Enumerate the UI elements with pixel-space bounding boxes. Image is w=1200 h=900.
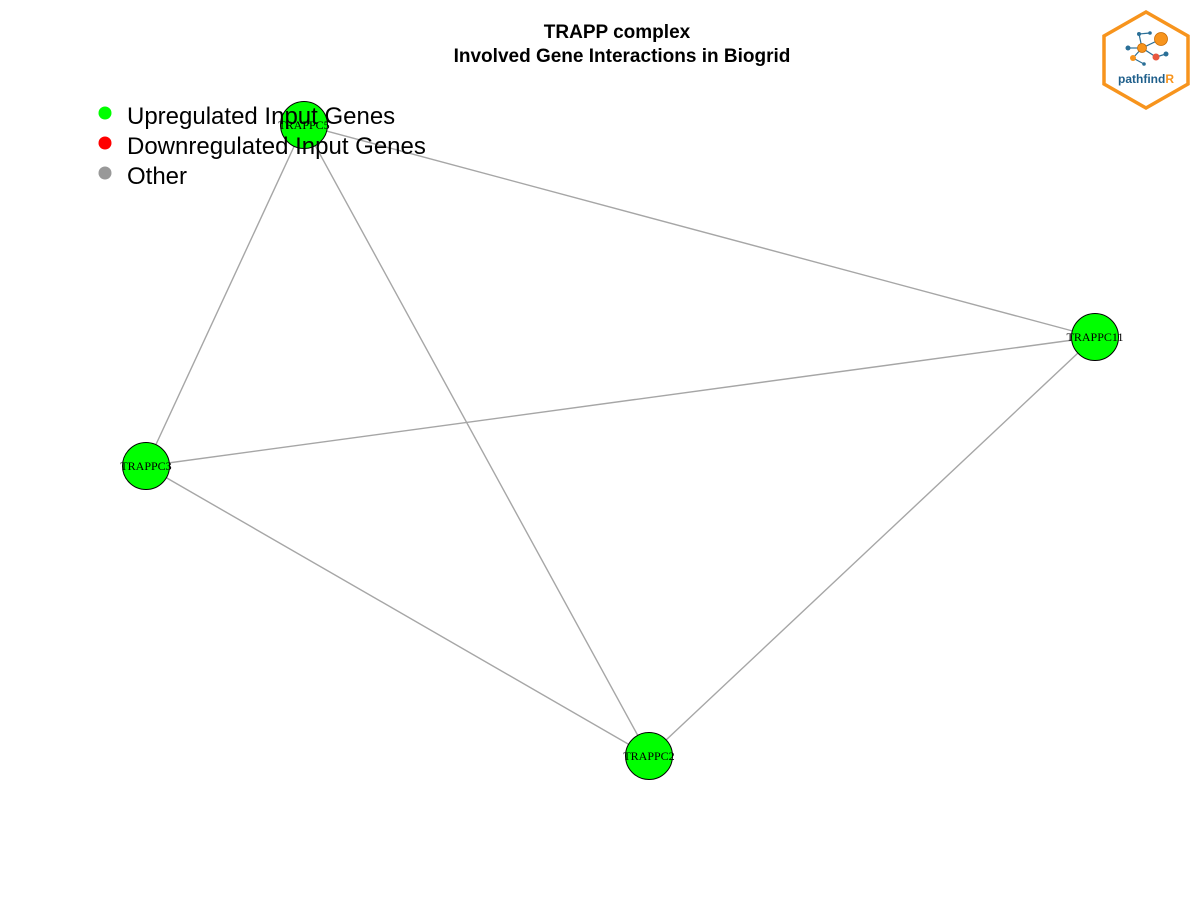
legend-label-other: Other	[127, 163, 187, 190]
legend-label-downregulated: Downregulated Input Genes	[127, 133, 426, 160]
legend-dot-upregulated	[98, 106, 112, 120]
node-circle-trappc11	[1071, 313, 1119, 361]
edges-layer	[145, 124, 1096, 757]
pathfindr-logo: pathfindR	[1102, 9, 1190, 111]
node-label-trappc3: TRAPPC3	[120, 459, 171, 473]
edge-trappc3-trappc2	[145, 465, 650, 757]
legend-dot-downregulated	[98, 136, 112, 150]
edge-trappc2-trappc11	[648, 336, 1096, 757]
edge-trappc3-trappc11	[145, 336, 1096, 467]
logo-text: pathfindR	[1118, 72, 1174, 86]
edge-trappc5-trappc11	[303, 124, 1096, 338]
legend: Upregulated Input Genes Downregulated In…	[98, 103, 426, 190]
chart-title-line1: TRAPP complex	[544, 22, 691, 43]
node-circle-trappc2	[625, 732, 673, 780]
node-trappc11: TRAPPC11	[1067, 313, 1124, 361]
node-label-trappc5: TRAPPC5	[278, 118, 329, 132]
chart-title-line2: Involved Gene Interactions in Biogrid	[454, 46, 791, 67]
node-trappc3: TRAPPC3	[120, 442, 172, 490]
edge-trappc5-trappc2	[303, 124, 650, 757]
logo-hexagon	[1102, 9, 1190, 111]
node-label-trappc2: TRAPPC2	[623, 749, 674, 763]
node-circle-trappc5	[280, 101, 328, 149]
node-trappc2: TRAPPC2	[623, 732, 675, 780]
node-label-trappc11: TRAPPC11	[1067, 330, 1124, 344]
legend-dot-other	[98, 166, 112, 180]
edge-trappc5-trappc3	[145, 124, 305, 467]
node-circle-trappc3	[122, 442, 170, 490]
logo-network-icon	[1125, 31, 1169, 66]
legend-label-upregulated: Upregulated Input Genes	[127, 103, 395, 130]
node-trappc5: TRAPPC5	[278, 101, 330, 149]
